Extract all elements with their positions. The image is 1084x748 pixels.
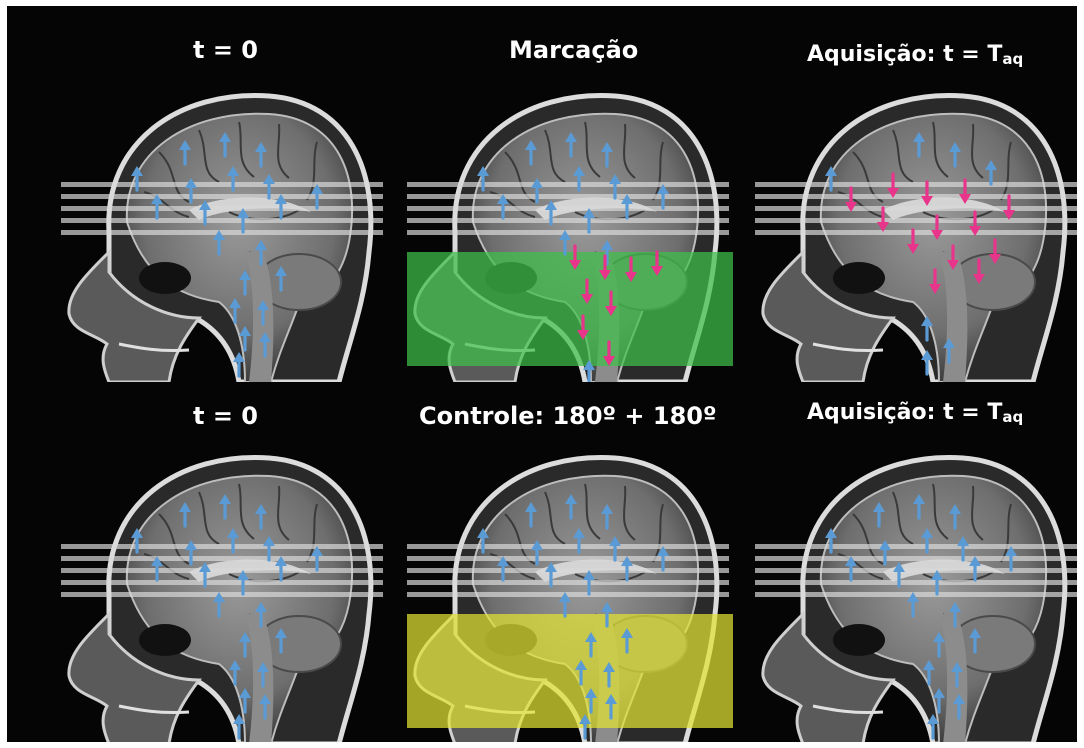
mri-sagittal-image [49, 82, 389, 382]
imaging-slice [407, 218, 729, 223]
panel-row2-col1 [49, 444, 389, 742]
imaging-slice [407, 230, 729, 235]
imaging-slice [407, 182, 729, 187]
mri-sagittal-image [395, 82, 735, 382]
imaging-slice [755, 568, 1077, 573]
imaging-slice [61, 556, 383, 561]
imaging-slice [755, 556, 1077, 561]
control-slab [407, 614, 733, 728]
label-row1-col2: Marcação [509, 36, 638, 64]
imaging-slice [407, 194, 729, 199]
imaging-slice [61, 568, 383, 573]
label-row2-col1: t = 0 [193, 402, 258, 430]
imaging-slice [407, 206, 729, 211]
sinus-cavity [139, 262, 191, 294]
imaging-slice [755, 206, 1077, 211]
label-row1-col1: t = 0 [193, 36, 258, 64]
imaging-slice [61, 544, 383, 549]
panel-row1-col2 [395, 82, 735, 382]
imaging-slice [407, 544, 729, 549]
mri-sagittal-image [743, 444, 1077, 742]
mri-sagittal-image [49, 444, 389, 742]
imaging-slice [755, 182, 1077, 187]
imaging-slice [755, 592, 1077, 597]
imaging-slice [61, 580, 383, 585]
imaging-slice [755, 230, 1077, 235]
imaging-slice [61, 194, 383, 199]
label-row2-col2: Controle: 180º + 180º [419, 402, 717, 430]
imaging-slice [61, 206, 383, 211]
panel-row2-col3 [743, 444, 1077, 742]
imaging-slice [407, 556, 729, 561]
imaging-slice [61, 218, 383, 223]
panel-row2-col2 [395, 444, 735, 742]
mri-sagittal-image [395, 444, 735, 742]
imaging-slice [61, 230, 383, 235]
sinus-cavity [139, 624, 191, 656]
imaging-slice [755, 218, 1077, 223]
imaging-slice [755, 580, 1077, 585]
sinus-cavity [833, 624, 885, 656]
label-row1-col3: Aquisição: t = Taq [807, 42, 1023, 68]
imaging-slice [61, 592, 383, 597]
imaging-slice [755, 544, 1077, 549]
sinus-cavity [833, 262, 885, 294]
imaging-slice [407, 592, 729, 597]
mri-sagittal-image [743, 82, 1077, 382]
imaging-slice [755, 194, 1077, 199]
labeling-slab [407, 252, 733, 366]
label-row2-col3: Aquisição: t = Taq [807, 400, 1023, 426]
panel-row1-col3 [743, 82, 1077, 382]
figure-canvas: t = 0 Marcação Aquisição: t = Taq t = 0 … [7, 6, 1077, 742]
imaging-slice [407, 568, 729, 573]
imaging-slice [407, 580, 729, 585]
imaging-slice [61, 182, 383, 187]
panel-row1-col1 [49, 82, 389, 382]
